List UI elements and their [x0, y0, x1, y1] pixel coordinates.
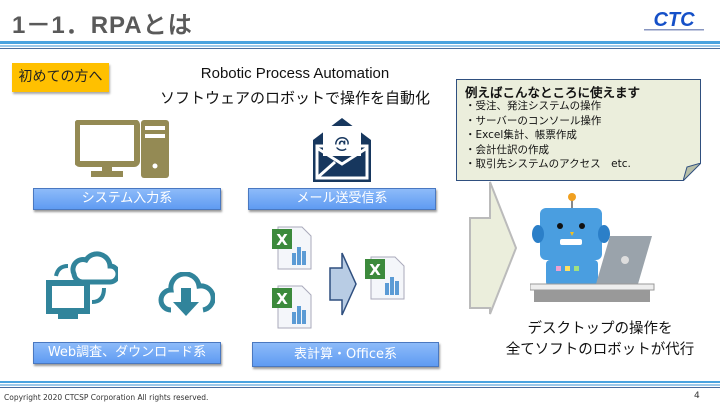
- callout-item: ・Excel集計、帳票作成: [465, 129, 577, 141]
- callout-item: ・取引先システムのアクセス etc.: [465, 158, 631, 170]
- copyright: Copyright 2020 CTCSP Corporation All rig…: [4, 393, 209, 402]
- svg-text:X: X: [276, 231, 288, 249]
- cloud-sync-icon: [46, 251, 118, 319]
- computer-icon: [75, 120, 169, 178]
- footer-rule-3: [0, 387, 720, 388]
- excel-file-icon: X: [272, 285, 312, 329]
- rpa-title: Robotic Process Automation: [200, 65, 390, 82]
- ctc-logo: CTC: [644, 9, 704, 31]
- cloud-download-icon: [158, 272, 215, 316]
- category-mail: メール送受信系: [248, 188, 436, 210]
- rpa-subtitle: ソフトウェアのロボットで操作を自動化: [160, 89, 431, 107]
- svg-text:X: X: [369, 261, 381, 279]
- svg-text:@: @: [334, 133, 350, 152]
- header-rule-3: [0, 48, 720, 49]
- page-curl-icon: [683, 163, 701, 181]
- callout-item: ・受注、発注システムの操作: [465, 100, 602, 112]
- footer-rule-2: [0, 384, 720, 386]
- svg-text:X: X: [276, 290, 288, 308]
- callout-item: ・会計仕訳の作成: [465, 143, 549, 156]
- mail-icon: @: [313, 118, 371, 182]
- header-rule-2: [0, 45, 720, 47]
- page-number: 4: [694, 391, 700, 401]
- excel-file-icon: X: [272, 226, 312, 270]
- category-office: 表計算・Office系: [252, 342, 439, 367]
- robot-caption-line2: 全てソフトのロボットが代行: [505, 342, 695, 358]
- beginner-tag: 初めての方へ: [12, 63, 109, 92]
- callout-heading: 例えばこんなところに使えます: [465, 85, 641, 100]
- robot-illustration: [530, 193, 655, 302]
- flow-arrow-icon: [469, 181, 518, 315]
- page-title: 1－1．RPAとは: [12, 12, 193, 39]
- category-web: Web調査、ダウンロード系: [33, 342, 221, 364]
- svg-text:CTC: CTC: [653, 9, 695, 31]
- robot-caption-line1: デスクトップの操作を: [527, 321, 673, 337]
- category-system-input: システム入力系: [33, 188, 221, 210]
- footer-rule: [0, 381, 720, 383]
- header-rule: [0, 41, 720, 44]
- merge-arrow-icon: [329, 252, 357, 316]
- examples-callout: 例えばこんなところに使えます ・受注、発注システムの操作 ・サーバーのコンソール…: [456, 79, 701, 181]
- robot-caption: デスクトップの操作を 全てソフトのロボットが代行: [500, 319, 700, 361]
- excel-file-icon: X: [365, 256, 405, 300]
- callout-item: ・サーバーのコンソール操作: [465, 114, 602, 127]
